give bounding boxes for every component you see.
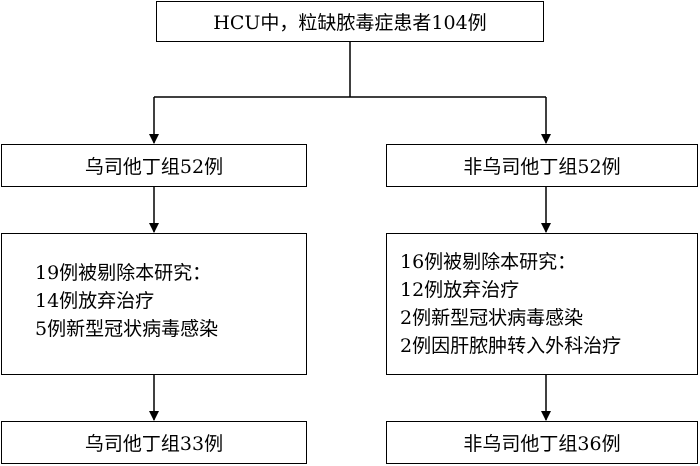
right-final-box: 非乌司他丁组36例 bbox=[386, 421, 698, 464]
left-group-box: 乌司他丁组52例 bbox=[1, 144, 307, 187]
right-group-text: 非乌司他丁组52例 bbox=[463, 156, 621, 178]
right-final-text: 非乌司他丁组36例 bbox=[463, 433, 621, 455]
left-exclusion-line: 14例放弃治疗 bbox=[35, 290, 155, 312]
right-exclusion-line: 2例因肝脓肿转入外科治疗 bbox=[400, 335, 622, 357]
left-group-text: 乌司他丁组52例 bbox=[84, 156, 224, 178]
left-exclusion-line: 5例新型冠状病毒感染 bbox=[35, 318, 219, 340]
right-group-box: 非乌司他丁组52例 bbox=[386, 144, 698, 187]
right-exclusion-line: 16例被剔除本研究： bbox=[400, 251, 577, 273]
left-final-box: 乌司他丁组33例 bbox=[1, 421, 307, 464]
left-final-text: 乌司他丁组33例 bbox=[84, 433, 224, 455]
top-box-text: HCU中，粒缺脓毒症患者104例 bbox=[213, 12, 487, 34]
right-exclusion-line: 2例新型冠状病毒感染 bbox=[400, 307, 584, 329]
left-exclusion-box: 19例被剔除本研究： 14例放弃治疗 5例新型冠状病毒感染 bbox=[1, 233, 307, 375]
top-box: HCU中，粒缺脓毒症患者104例 bbox=[156, 1, 544, 42]
right-exclusion-box: 16例被剔除本研究： 12例放弃治疗 2例新型冠状病毒感染 2例因肝脓肿转入外科… bbox=[386, 233, 698, 375]
left-exclusion-line: 19例被剔除本研究： bbox=[35, 262, 212, 284]
right-exclusion-line: 12例放弃治疗 bbox=[400, 279, 520, 301]
